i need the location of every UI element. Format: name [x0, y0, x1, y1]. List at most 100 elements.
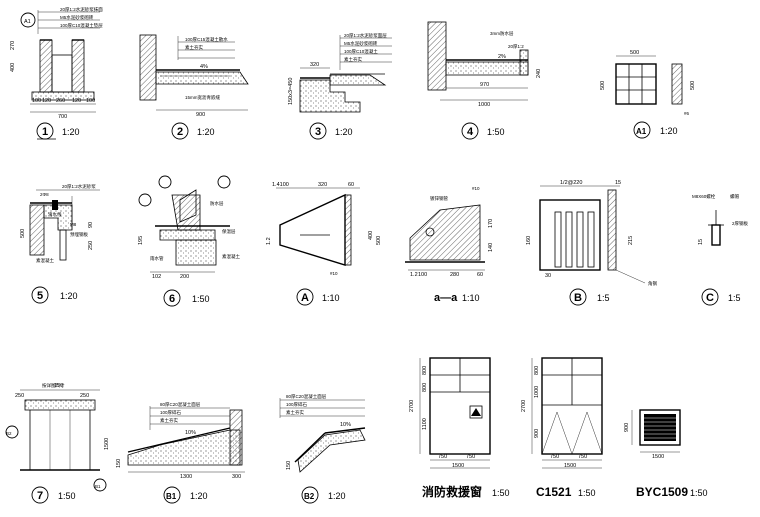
- detail-5-dim-4: 250: [88, 241, 94, 250]
- detail-a1-id: A1: [636, 127, 647, 136]
- circle: [138, 193, 152, 207]
- detail-a1-dim-1: 500: [600, 81, 606, 90]
- circle: [633, 121, 651, 139]
- detail-aa-dim-2: 280: [450, 272, 459, 278]
- detail-1-dim-0: 700: [58, 114, 67, 120]
- detail-5-dim-0: 2Φ8: [40, 192, 49, 197]
- detail-6-dim-1: 200: [180, 274, 189, 280]
- detail-a1-dim-2: 500: [690, 81, 696, 90]
- detail-aa-dim-1: 100: [418, 272, 427, 278]
- detail-6-dim-0: 102: [152, 274, 161, 280]
- window-fire-rescue: 2700 800 800 1100 750 750 1500 消防救援窗 1:5…: [409, 357, 510, 499]
- detail-2: 100厚C15混凝土散水 素土夯实 15mm宽沥青嵌缝 4% 900 2 1:2…: [139, 34, 249, 140]
- window-2-dim-6: 1500: [564, 463, 576, 469]
- detail-b1-note-1: 100厚碎石: [160, 409, 182, 416]
- detail-b1-scale: 1:20: [190, 491, 208, 501]
- detail-7-note: 按详图尺寸: [42, 382, 65, 389]
- detail-c-note-0: M8X60螺栓: [692, 193, 716, 200]
- detail-4-note-0: 3mm防水层: [490, 30, 514, 37]
- window-2-dim-2: 1000: [534, 386, 540, 398]
- circle: [31, 286, 49, 304]
- detail-1-dim-1: 100: [32, 98, 41, 104]
- detail-1-dim-3: 260: [56, 98, 65, 104]
- detail-5: 2Φ8 20厚1:2水泥砂浆 滴水线 M8 预埋钢板 素混凝土 500 90 2…: [20, 183, 100, 304]
- detail-3-note-1: M5水泥砂浆砌砖: [344, 40, 378, 47]
- detail-3-dim-0: 320: [310, 62, 319, 68]
- circle: [461, 122, 479, 140]
- detail-c-id: C: [706, 292, 714, 304]
- window-1-dim-6: 1500: [452, 463, 464, 469]
- detail-a1-note: #6: [684, 111, 690, 116]
- window-c1521: 2700 800 1000 900 750 750 1500 C1521 1:5…: [521, 357, 603, 499]
- detail-1-dim-2: 120: [42, 98, 51, 104]
- detail-b2-note-2: 素土夯实: [286, 409, 304, 416]
- detail-a-scale: 1:10: [322, 293, 340, 303]
- detail-2-note-1: 素土夯实: [185, 44, 203, 51]
- detail-3: 20厚1:2水泥砂浆面层 M5水泥砂浆砌砖 100厚C10混凝土 素土夯实 32…: [288, 32, 392, 140]
- detail-aa-id: a—a: [434, 292, 458, 304]
- detail-1-id: 1: [42, 126, 48, 138]
- detail-aa-note-0: 镀锌钢管: [430, 195, 448, 202]
- detail-aa-dim-5: 140: [488, 243, 494, 252]
- detail-a-note: #10: [330, 271, 338, 276]
- detail-b-dim-0: 1/2@220: [560, 180, 582, 186]
- circle: [569, 288, 587, 306]
- detail-4-note-1: 20厚1:2: [508, 44, 524, 50]
- detail-5-note-2: 预埋钢板: [70, 231, 88, 238]
- circle: [158, 175, 172, 189]
- detail-c-scale: 1:5: [728, 293, 741, 303]
- detail-5-dim-3: 90: [88, 222, 94, 228]
- detail-5-scale: 1:20: [60, 291, 78, 301]
- detail-b-dim-4: 30: [545, 273, 551, 279]
- detail-a-dim-6: 500: [376, 236, 382, 245]
- detail-c: M8X60螺栓 螺帽 2厚钢板 15 C 1:5: [692, 193, 749, 306]
- detail-4: 3mm防水层 20厚1:2 2% 970 1000 240 4 1:50: [427, 21, 542, 140]
- detail-c-note-2: 2厚钢板: [732, 220, 749, 227]
- detail-4-scale: 1:50: [487, 127, 505, 137]
- detail-b1-dim-0: 1300: [180, 474, 192, 480]
- detail-6: 防水层 保温层 素混凝土 雨水管 102 200 195 6 1:50: [138, 175, 240, 307]
- detail-7-dim-3: 1500: [104, 438, 110, 450]
- detail-4-slope: 2%: [498, 54, 506, 60]
- detail-b2-scale: 1:20: [328, 491, 346, 501]
- detail-1-dim-6: 400: [10, 63, 16, 72]
- detail-b1-dim-1: 300: [232, 474, 241, 480]
- detail-c-note-1: 螺帽: [730, 193, 739, 200]
- detail-6-dim-4: 195: [138, 236, 144, 245]
- window-2-dim-1: 800: [534, 366, 540, 375]
- detail-5-dim-1: 500: [20, 229, 26, 238]
- detail-a-a: 镀锌钢管 #10 1.2 100 280 60 170 140 a—a 1:10: [405, 186, 494, 304]
- detail-a-dim-5: 400: [368, 231, 374, 240]
- circle: [163, 486, 181, 504]
- detail-b1-id: B1: [166, 492, 177, 501]
- detail-aa-dim-0: 1.2: [410, 272, 418, 278]
- detail-b2-note-0: 80厚C20混凝土面层: [286, 393, 327, 400]
- detail-6-scale: 1:50: [192, 294, 210, 304]
- detail-a: 1.4100 320 60 400 500 1.2 #10 A 1:10: [266, 182, 382, 306]
- detail-4-dim-1: 1000: [478, 102, 490, 108]
- circle: [701, 288, 719, 306]
- window-1-scale: 1:50: [492, 488, 510, 498]
- detail-6-note-3: 素混凝土: [222, 253, 240, 260]
- detail-1-note-2: 100厚C10混凝土垫层: [60, 22, 103, 29]
- window-3-dim-1: 1500: [652, 454, 664, 460]
- detail-b2-dim-1: 150: [286, 461, 292, 470]
- circle: [171, 122, 189, 140]
- detail-aa-note-1: #10: [472, 186, 480, 191]
- detail-b-scale: 1:5: [597, 293, 610, 303]
- detail-7-scale: 1:50: [58, 491, 76, 501]
- detail-2-slope: 4%: [200, 64, 208, 70]
- window-1-dim-1: 800: [422, 366, 428, 375]
- detail-1-dim-4: 120: [72, 98, 81, 104]
- detail-1-ref-marker: [20, 12, 36, 28]
- window-2-dim-3: 900: [534, 429, 540, 438]
- detail-3-dim-2: 150x3=450: [288, 78, 294, 105]
- detail-1-note-1: M5水泥砂浆砌砖: [60, 14, 94, 21]
- detail-aa-dim-4: 170: [488, 219, 494, 228]
- detail-5-id: 5: [37, 290, 43, 302]
- circle: [163, 289, 181, 307]
- detail-2-note-0: 100厚C15混凝土散水: [185, 36, 228, 43]
- window-1-dim-3: 1100: [422, 418, 428, 430]
- window-2-dim-0: 2700: [521, 400, 527, 412]
